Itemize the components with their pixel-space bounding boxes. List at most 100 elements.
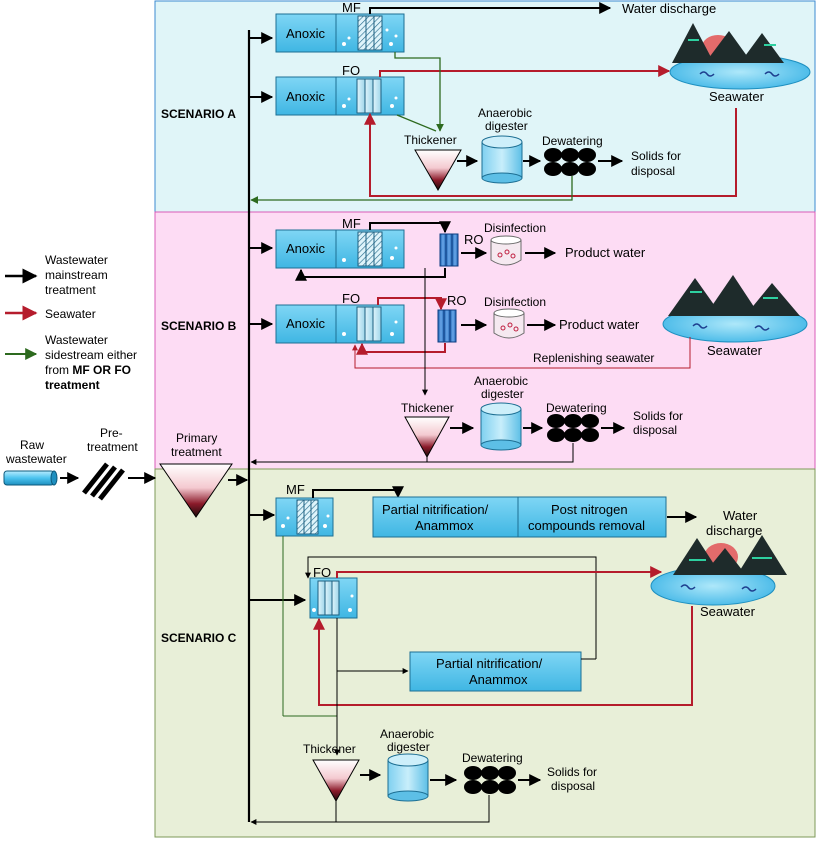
screen-icon: [82, 462, 125, 501]
a-anoxic-label-2: Anoxic: [286, 89, 326, 104]
c-return-line: [250, 795, 490, 825]
a-mf-permeate-line: [369, 2, 612, 14]
b-digester-label-1: Anaerobic: [474, 374, 528, 388]
a-seawater-mountain-icon: [669, 23, 811, 90]
c-pn-anammox-box-1: [372, 496, 519, 538]
c-mf-to-pn-line: [312, 486, 404, 499]
c-pn-anammox-label-1a: Partial nitrification/: [382, 502, 489, 517]
c-mf-bubbles: [281, 514, 330, 528]
b-anoxic-label-2: Anoxic: [286, 316, 326, 331]
c-thickener-icon: [312, 759, 360, 803]
b-fo-bubbles: [342, 320, 398, 336]
a-thickener-label: Thickener: [404, 133, 457, 147]
disinfection-icon: [490, 235, 522, 266]
b-ro-reject-line: [295, 268, 446, 281]
b-seawater-label: Seawater: [707, 343, 763, 358]
b-ro-module-icon-2: [437, 309, 457, 343]
b-fo-label: FO: [342, 291, 360, 306]
c-water-discharge-label-2: discharge: [706, 523, 762, 538]
scenario-c-label: SCENARIO C: [161, 631, 237, 645]
legend-sidestream-line4: treatment: [45, 378, 100, 392]
a-mf-label: MF: [342, 0, 361, 15]
legend-sidestream-line3: from MF OR FO: [45, 363, 131, 377]
b-replenishing-line: [352, 337, 691, 369]
b-fo-draw-to-ro-line: [377, 297, 447, 311]
a-fo-draw-to-sea-line: [379, 65, 671, 77]
c-seawater-mountain-icon: [650, 535, 787, 606]
b-anoxic-label-1: Anoxic: [286, 241, 326, 256]
fo-module-icon: [356, 78, 382, 114]
raw-wastewater-label-1: Raw: [20, 438, 44, 452]
primary-treatment-label-1: Primary: [176, 431, 217, 445]
legend-sidestream-line1: Wastewater: [45, 333, 108, 347]
c-fo-module-icon: [317, 580, 340, 616]
a-anoxic-label-1: Anoxic: [286, 26, 326, 41]
b-ro-label-2: RO: [447, 293, 467, 308]
c-digester-icon: [387, 753, 429, 802]
b-product-water-label-2: Product water: [559, 317, 640, 332]
c-fo-label: FO: [313, 565, 331, 580]
pretreatment-label-1: Pre-: [100, 426, 123, 440]
a-seawater-label: Seawater: [709, 89, 765, 104]
raw-wastewater-label-2: wastewater: [5, 452, 67, 466]
c-water-discharge-label-1: Water: [723, 508, 758, 523]
b-mf-label: MF: [342, 216, 361, 231]
disinfection-icon-2: [493, 308, 525, 339]
c-solids-label-1: Solids for: [547, 765, 597, 779]
legend-mainstream-line2: mainstream: [45, 268, 108, 282]
a-solids-label-1: Solids for: [631, 149, 681, 163]
c-dewatering-label: Dewatering: [462, 751, 523, 765]
b-ro-label-1: RO: [464, 232, 484, 247]
b-disinfection-label-2: Disinfection: [484, 295, 546, 309]
b-mf-to-ro-line: [369, 221, 451, 234]
b-fo-module-icon: [356, 306, 382, 342]
a-return-sidestream-line: [250, 176, 573, 204]
legend-seawater-label: Seawater: [45, 307, 96, 321]
c-membrane-module-icon: [296, 499, 319, 535]
a-seawater-to-fo-line: [364, 108, 737, 197]
a-dewatering-label: Dewatering: [542, 134, 603, 148]
c-post-n-label-b: compounds removal: [528, 518, 645, 533]
a-anoxic-tank-2: [275, 76, 337, 116]
c-pn-anammox-label-2b: Anammox: [469, 672, 528, 687]
b-digester-icon: [480, 402, 522, 451]
primary-treatment-label-2: treatment: [171, 445, 222, 459]
b-thickener-label: Thickener: [401, 401, 454, 415]
c-pn-recycle-line: [305, 556, 597, 659]
c-digester-label-2: digester: [387, 740, 430, 754]
b-product-water-label-1: Product water: [565, 245, 646, 260]
b-anoxic-tank-2: [275, 304, 337, 344]
a-digester-icon: [481, 135, 523, 184]
c-post-n-label-a: Post nitrogen: [551, 502, 628, 517]
c-post-n-box: [517, 496, 667, 538]
legend-mainstream-line3: treatment: [45, 283, 96, 297]
b-dewatering-icon: [547, 414, 599, 442]
b-solids-label-2: disposal: [633, 423, 677, 437]
fo-bubbles: [342, 96, 398, 108]
b-seawater-mountain-icon: [662, 275, 808, 343]
a-fo-sidestream-line: [396, 114, 437, 132]
c-pn-anammox-box-2: [409, 651, 582, 692]
c-pn-anammox-label-2a: Partial nitrification/: [436, 656, 543, 671]
c-thickener-label: Thickener: [303, 742, 356, 756]
a-fo-label: FO: [342, 63, 360, 78]
c-fo-bubbles: [312, 594, 354, 612]
c-sea-to-fo-line: [313, 606, 693, 706]
a-digester-label-1: Anaerobic: [478, 106, 532, 120]
c-digester-label-1: Anaerobic: [380, 727, 434, 741]
b-ro-module-icon-1: [439, 233, 459, 267]
b-mf-bubbles: [342, 246, 398, 262]
c-mf-label: MF: [286, 482, 305, 497]
primary-clarifier-icon: [159, 463, 233, 518]
c-seawater-label: Seawater: [700, 604, 756, 619]
c-solids-label-2: disposal: [551, 779, 595, 793]
legend-mainstream-line1: Wastewater: [45, 253, 108, 267]
b-dewatering-label: Dewatering: [546, 401, 607, 415]
b-disinfection-label-1: Disinfection: [484, 221, 546, 235]
a-digester-label-2: digester: [485, 119, 528, 133]
b-membrane-module-icon: [357, 231, 383, 267]
c-pn-anammox-label-1b: Anammox: [415, 518, 474, 533]
c-fo-draw-to-sea-line: [336, 566, 663, 578]
